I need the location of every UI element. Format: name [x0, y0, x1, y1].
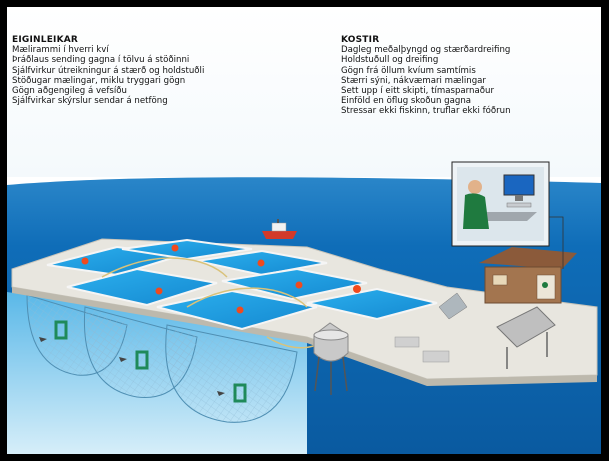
- buoy: [295, 281, 303, 289]
- data-link-line: [547, 216, 564, 269]
- boat-hull: [262, 231, 297, 239]
- sky: [7, 7, 601, 177]
- boat-mast: [277, 219, 279, 223]
- buoy: [257, 259, 265, 267]
- crate: [422, 350, 450, 363]
- buoy: [171, 244, 179, 252]
- keyboard: [506, 202, 532, 208]
- benefits-item: Stressar ekki fiskinn, truflar ekki fóðr…: [341, 106, 511, 117]
- feed-hose: [186, 287, 308, 308]
- desk: [479, 212, 537, 221]
- benefits-item: Sett upp í eitt skipti, tímasparnaður: [341, 86, 495, 97]
- fish-icon: [39, 337, 47, 342]
- benefits-item: Holdstuðull og dreifing: [341, 55, 439, 66]
- buoy: [155, 287, 163, 295]
- buoy: [81, 257, 89, 265]
- operator-head: [468, 180, 482, 194]
- operator-body: [463, 193, 489, 229]
- grader-machine: [496, 306, 556, 348]
- net-bag-3: [165, 324, 298, 423]
- crate: [394, 336, 420, 348]
- benefits-item: Dagleg meðalþyngd og stærðardreifing: [341, 45, 511, 56]
- boat: [262, 219, 297, 239]
- fish-farm-illustration: [7, 7, 601, 454]
- computer-inset: [451, 161, 550, 247]
- monitor-screen: [503, 174, 535, 196]
- silo-leg: [342, 356, 348, 392]
- features-item: Sjálfvirkar skýrslur sendar á netföng: [12, 96, 168, 107]
- house-roof: [479, 247, 577, 269]
- measuring-frame-icon: [233, 383, 247, 403]
- platform-edge: [12, 287, 307, 343]
- dock-pump: [438, 292, 468, 320]
- features-item: Sjálfvirkur útreikningur á stærð og hold…: [12, 65, 205, 76]
- buoy: [236, 306, 244, 314]
- silo-leg: [314, 356, 320, 392]
- platform-edge: [307, 337, 597, 386]
- benefits-item: Gögn frá öllum kvíum samtímis: [341, 65, 476, 76]
- operator-small: [542, 282, 548, 288]
- features-item: Gögn aðgengileg á vefsíðu: [12, 86, 127, 97]
- fish-icon: [119, 357, 127, 362]
- buoys: [81, 244, 361, 314]
- boat-cabin: [271, 222, 287, 232]
- dock-equipment: [394, 292, 556, 369]
- monitor-stand: [515, 195, 523, 201]
- pen: [306, 287, 438, 321]
- fish-icon: [217, 391, 225, 396]
- benefits-heading: KOSTIR: [341, 35, 380, 45]
- features-item: Þráðlaus sending gagna í tölvu á stöðinn…: [12, 55, 190, 66]
- measuring-frame-icon: [54, 320, 68, 340]
- pen: [221, 267, 368, 301]
- measuring-frame-icon: [135, 350, 149, 370]
- house-window: [492, 274, 508, 286]
- benefits-block: KOSTIR Dagleg meðalþyngd og stærðardreif…: [341, 35, 511, 117]
- station-house: [479, 247, 577, 304]
- features-block: EIGINLEIKAR Mælirammi í hverri kví Þráðl…: [12, 35, 204, 106]
- illustration-frame: EIGINLEIKAR Mælirammi í hverri kví Þráðl…: [7, 7, 601, 454]
- pen: [121, 238, 253, 261]
- features-item: Stöðugar mælingar, miklu tryggari gögn: [12, 75, 186, 86]
- silo-top: [313, 329, 349, 341]
- measuring-frames: [39, 320, 247, 403]
- pen: [66, 267, 218, 307]
- features-heading: EIGINLEIKAR: [12, 35, 79, 45]
- buoy: [353, 285, 361, 293]
- feed-silo: [313, 322, 349, 395]
- benefits-item: Stærri sýni, nákvæmari mælingar: [341, 75, 486, 86]
- benefits-item: Einföld en öflug skoðun gagna: [341, 96, 472, 107]
- feed-hose: [101, 257, 228, 278]
- features-item: Mælirammi í hverri kví: [12, 45, 109, 56]
